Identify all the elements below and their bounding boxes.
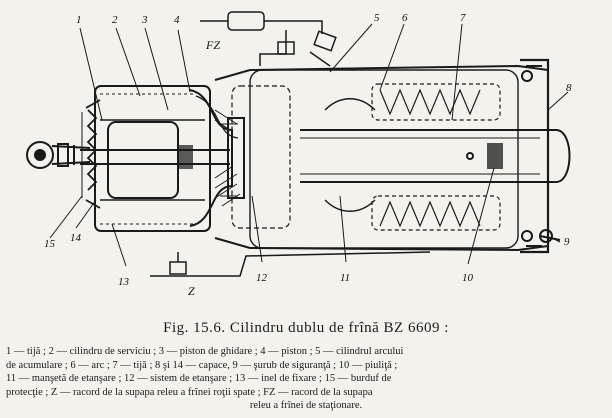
legend-line: releu a frînei de staţionare. xyxy=(249,400,363,411)
label-3: 3 xyxy=(142,14,148,26)
tube-rod xyxy=(300,129,571,183)
service-pipe xyxy=(150,251,431,277)
label-5: 5 xyxy=(374,12,380,24)
figure-legend: 1 — tijă ; 2 — cilindru de serviciu ; 3 … xyxy=(6,345,606,413)
label-15: 15 xyxy=(44,238,55,250)
air-pipes xyxy=(200,11,337,67)
piston-rod xyxy=(80,145,230,169)
label-12: 12 xyxy=(256,272,267,284)
label-10: 10 xyxy=(462,272,473,284)
legend-line: protecţie ; Z — racord de la supapa rele… xyxy=(6,386,373,398)
protective-bellows xyxy=(81,99,101,209)
brake-cylinder-drawing xyxy=(26,11,571,277)
label-2: 2 xyxy=(112,14,118,26)
legend-line: de acumulare ; 6 — arc ; 7 — tijă ; 8 şi… xyxy=(6,359,398,371)
label-7: 7 xyxy=(460,12,466,24)
spring-coils xyxy=(379,88,481,228)
label-13: 13 xyxy=(118,276,129,288)
seal-hatching xyxy=(214,109,241,207)
guide-piston xyxy=(189,89,245,227)
figure-caption: Fig. 15.6. Cilindru dublu de frînă BZ 66… xyxy=(163,320,449,336)
mounting-eye xyxy=(26,141,91,169)
label-z: Z xyxy=(188,284,195,298)
label-6: 6 xyxy=(402,12,408,24)
label-4: 4 xyxy=(174,14,180,26)
label-14: 14 xyxy=(70,232,81,244)
label-fz: FZ xyxy=(206,38,221,52)
label-9: 9 xyxy=(564,236,570,248)
legend-line: 1 — tijă ; 2 — cilindru de serviciu ; 3 … xyxy=(6,346,404,357)
label-8: 8 xyxy=(566,82,572,94)
legend-line: 11 — manşetă de etanşare ; 12 — sistem d… xyxy=(6,373,392,384)
label-1: 1 xyxy=(76,14,82,26)
end-cap xyxy=(520,58,550,254)
leader-lines xyxy=(49,23,569,267)
label-11: 11 xyxy=(340,272,351,284)
safety-screw xyxy=(539,229,561,243)
